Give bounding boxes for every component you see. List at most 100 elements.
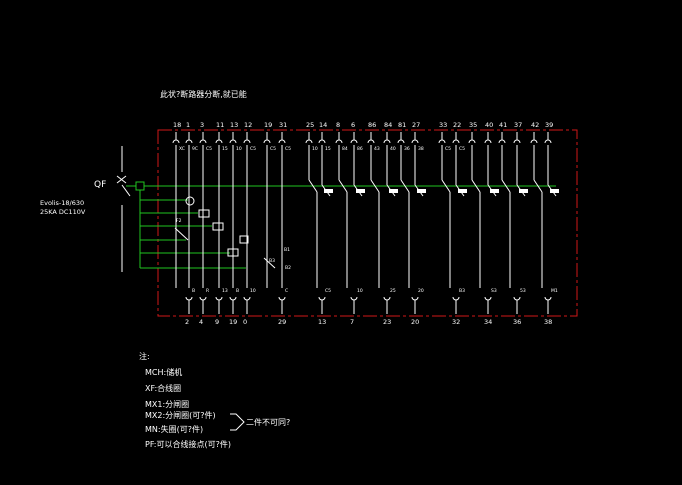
contact-marker <box>389 189 398 193</box>
terminal-symbol <box>452 139 460 144</box>
terminal-symbol <box>185 296 193 301</box>
top-terminal-label: 84 <box>384 121 392 129</box>
terminal-symbol <box>199 296 207 301</box>
contact-tag: B <box>192 288 195 294</box>
top-terminal-label: 6 <box>351 121 355 129</box>
breaker-label: QF <box>94 180 106 190</box>
terminal-symbol <box>367 139 375 144</box>
bottom-terminal-label: 4 <box>199 318 203 326</box>
bottom-terminal-labels: 2B4R91319B01029C13C57102325202032B334S33… <box>185 288 558 326</box>
control-wiring <box>139 185 556 269</box>
terminal-symbol <box>397 139 405 144</box>
contact-tag: 9C <box>192 146 198 152</box>
top-terminal-label: 42 <box>531 121 539 129</box>
auxiliary-contacts <box>175 145 559 288</box>
bottom-terminal-label: 19 <box>229 318 237 326</box>
top-terminal-label: 3 <box>200 121 204 129</box>
terminal-symbol <box>335 139 343 144</box>
terminal-symbol <box>350 139 358 144</box>
top-terminal-label: 40 <box>485 121 493 129</box>
breaker-model: Evolis-18/630 <box>40 199 84 207</box>
contact-blade <box>441 179 451 193</box>
contact-tag: C5 <box>445 146 451 152</box>
svg-text:B3: B3 <box>269 258 275 264</box>
top-terminal-label: 11 <box>216 121 224 129</box>
terminal-symbol <box>318 296 326 301</box>
bottom-terminal-label: 34 <box>484 318 492 326</box>
note-line-2: XF:合线圈 <box>145 383 181 393</box>
legend-notes: 注: MCH:储机 XF:合线圈 MX1:分闸圈 MX2:分闸圈(可?件) MN… <box>139 351 290 449</box>
terminal-symbol <box>452 296 460 301</box>
terminal-symbol <box>438 139 446 144</box>
contact-marker <box>490 189 499 193</box>
contact-tag: 25 <box>390 288 396 294</box>
breaker-rating: 25KA DC110V <box>40 208 86 216</box>
contact-marker <box>324 189 333 193</box>
bottom-terminal-label: 29 <box>278 318 286 326</box>
bottom-terminal-label: 38 <box>544 318 552 326</box>
contact-blade <box>533 179 543 193</box>
terminal-symbol <box>530 139 538 144</box>
top-terminal-label: 37 <box>514 121 522 129</box>
note-line-6: PF:可以合线接点(可?件) <box>145 439 231 449</box>
top-terminal-label: 8 <box>336 121 340 129</box>
terminal-symbol <box>199 139 207 144</box>
bottom-terminal-label: 0 <box>243 318 247 326</box>
contact-tag: 20 <box>418 288 424 294</box>
contact-tag: C5 <box>325 288 331 294</box>
terminal-symbol <box>484 296 492 301</box>
contact-blade <box>370 179 380 193</box>
contact-blade <box>338 179 348 193</box>
contact-tag: C5 <box>270 146 276 152</box>
bottom-terminal-label: 9 <box>215 318 219 326</box>
contact-tag: 38 <box>418 146 424 152</box>
terminal-symbol <box>243 139 251 144</box>
bottom-terminal-label: 2 <box>185 318 189 326</box>
terminal-symbol <box>484 139 492 144</box>
terminal-symbol <box>513 296 521 301</box>
terminal-symbol <box>172 139 180 144</box>
terminal-symbol <box>229 139 237 144</box>
bottom-terminal-label: 20 <box>411 318 419 326</box>
top-terminal-label: 25 <box>306 121 314 129</box>
bottom-terminal-label: 32 <box>452 318 460 326</box>
contact-marker <box>356 189 365 193</box>
top-terminal-label: 35 <box>469 121 477 129</box>
terminal-symbol <box>544 296 552 301</box>
top-terminal-label: 41 <box>499 121 507 129</box>
contact-tag: M1 <box>551 288 558 294</box>
bottom-terminal-label: 7 <box>350 318 354 326</box>
contact-marker <box>519 189 528 193</box>
coil-blocks: F2 B3 B1 B2 <box>174 196 291 271</box>
contact-tag: C5 <box>459 146 465 152</box>
top-terminal-label: 31 <box>279 121 287 129</box>
contact-tag: 15 <box>222 146 228 152</box>
top-terminal-label: 13 <box>230 121 238 129</box>
contact-tag: 15 <box>325 146 331 152</box>
terminal-symbol <box>263 139 271 144</box>
contact-tag: C5 <box>285 146 291 152</box>
contact-tag: XC <box>179 146 185 152</box>
terminal-symbol <box>513 139 521 144</box>
contact-tag: 43 <box>374 146 380 152</box>
contact-tag: R <box>206 288 209 294</box>
terminal-symbol <box>185 139 193 144</box>
contact-tag: 86 <box>357 146 363 152</box>
terminal-symbol <box>350 296 358 301</box>
terminal-symbol <box>278 296 286 301</box>
bottom-terminal-label: 23 <box>383 318 391 326</box>
terminal-symbol <box>411 296 419 301</box>
contact-tag: 36 <box>404 146 410 152</box>
top-terminal-labels: 18XC19C3C51115131012C519C531C52510141588… <box>172 121 553 152</box>
note-line-1: MCH:储机 <box>145 367 182 377</box>
top-terminal-label: 12 <box>244 121 252 129</box>
terminal-symbol <box>544 139 552 144</box>
bottom-terminal-label: 13 <box>318 318 326 326</box>
terminal-symbol <box>278 139 286 144</box>
device-frame <box>157 129 578 317</box>
main-breaker: QF Evolis-18/630 25KA DC110V <box>40 146 145 272</box>
top-terminal-label: 19 <box>264 121 272 129</box>
terminal-symbol <box>215 139 223 144</box>
contact-tag: B <box>236 288 239 294</box>
